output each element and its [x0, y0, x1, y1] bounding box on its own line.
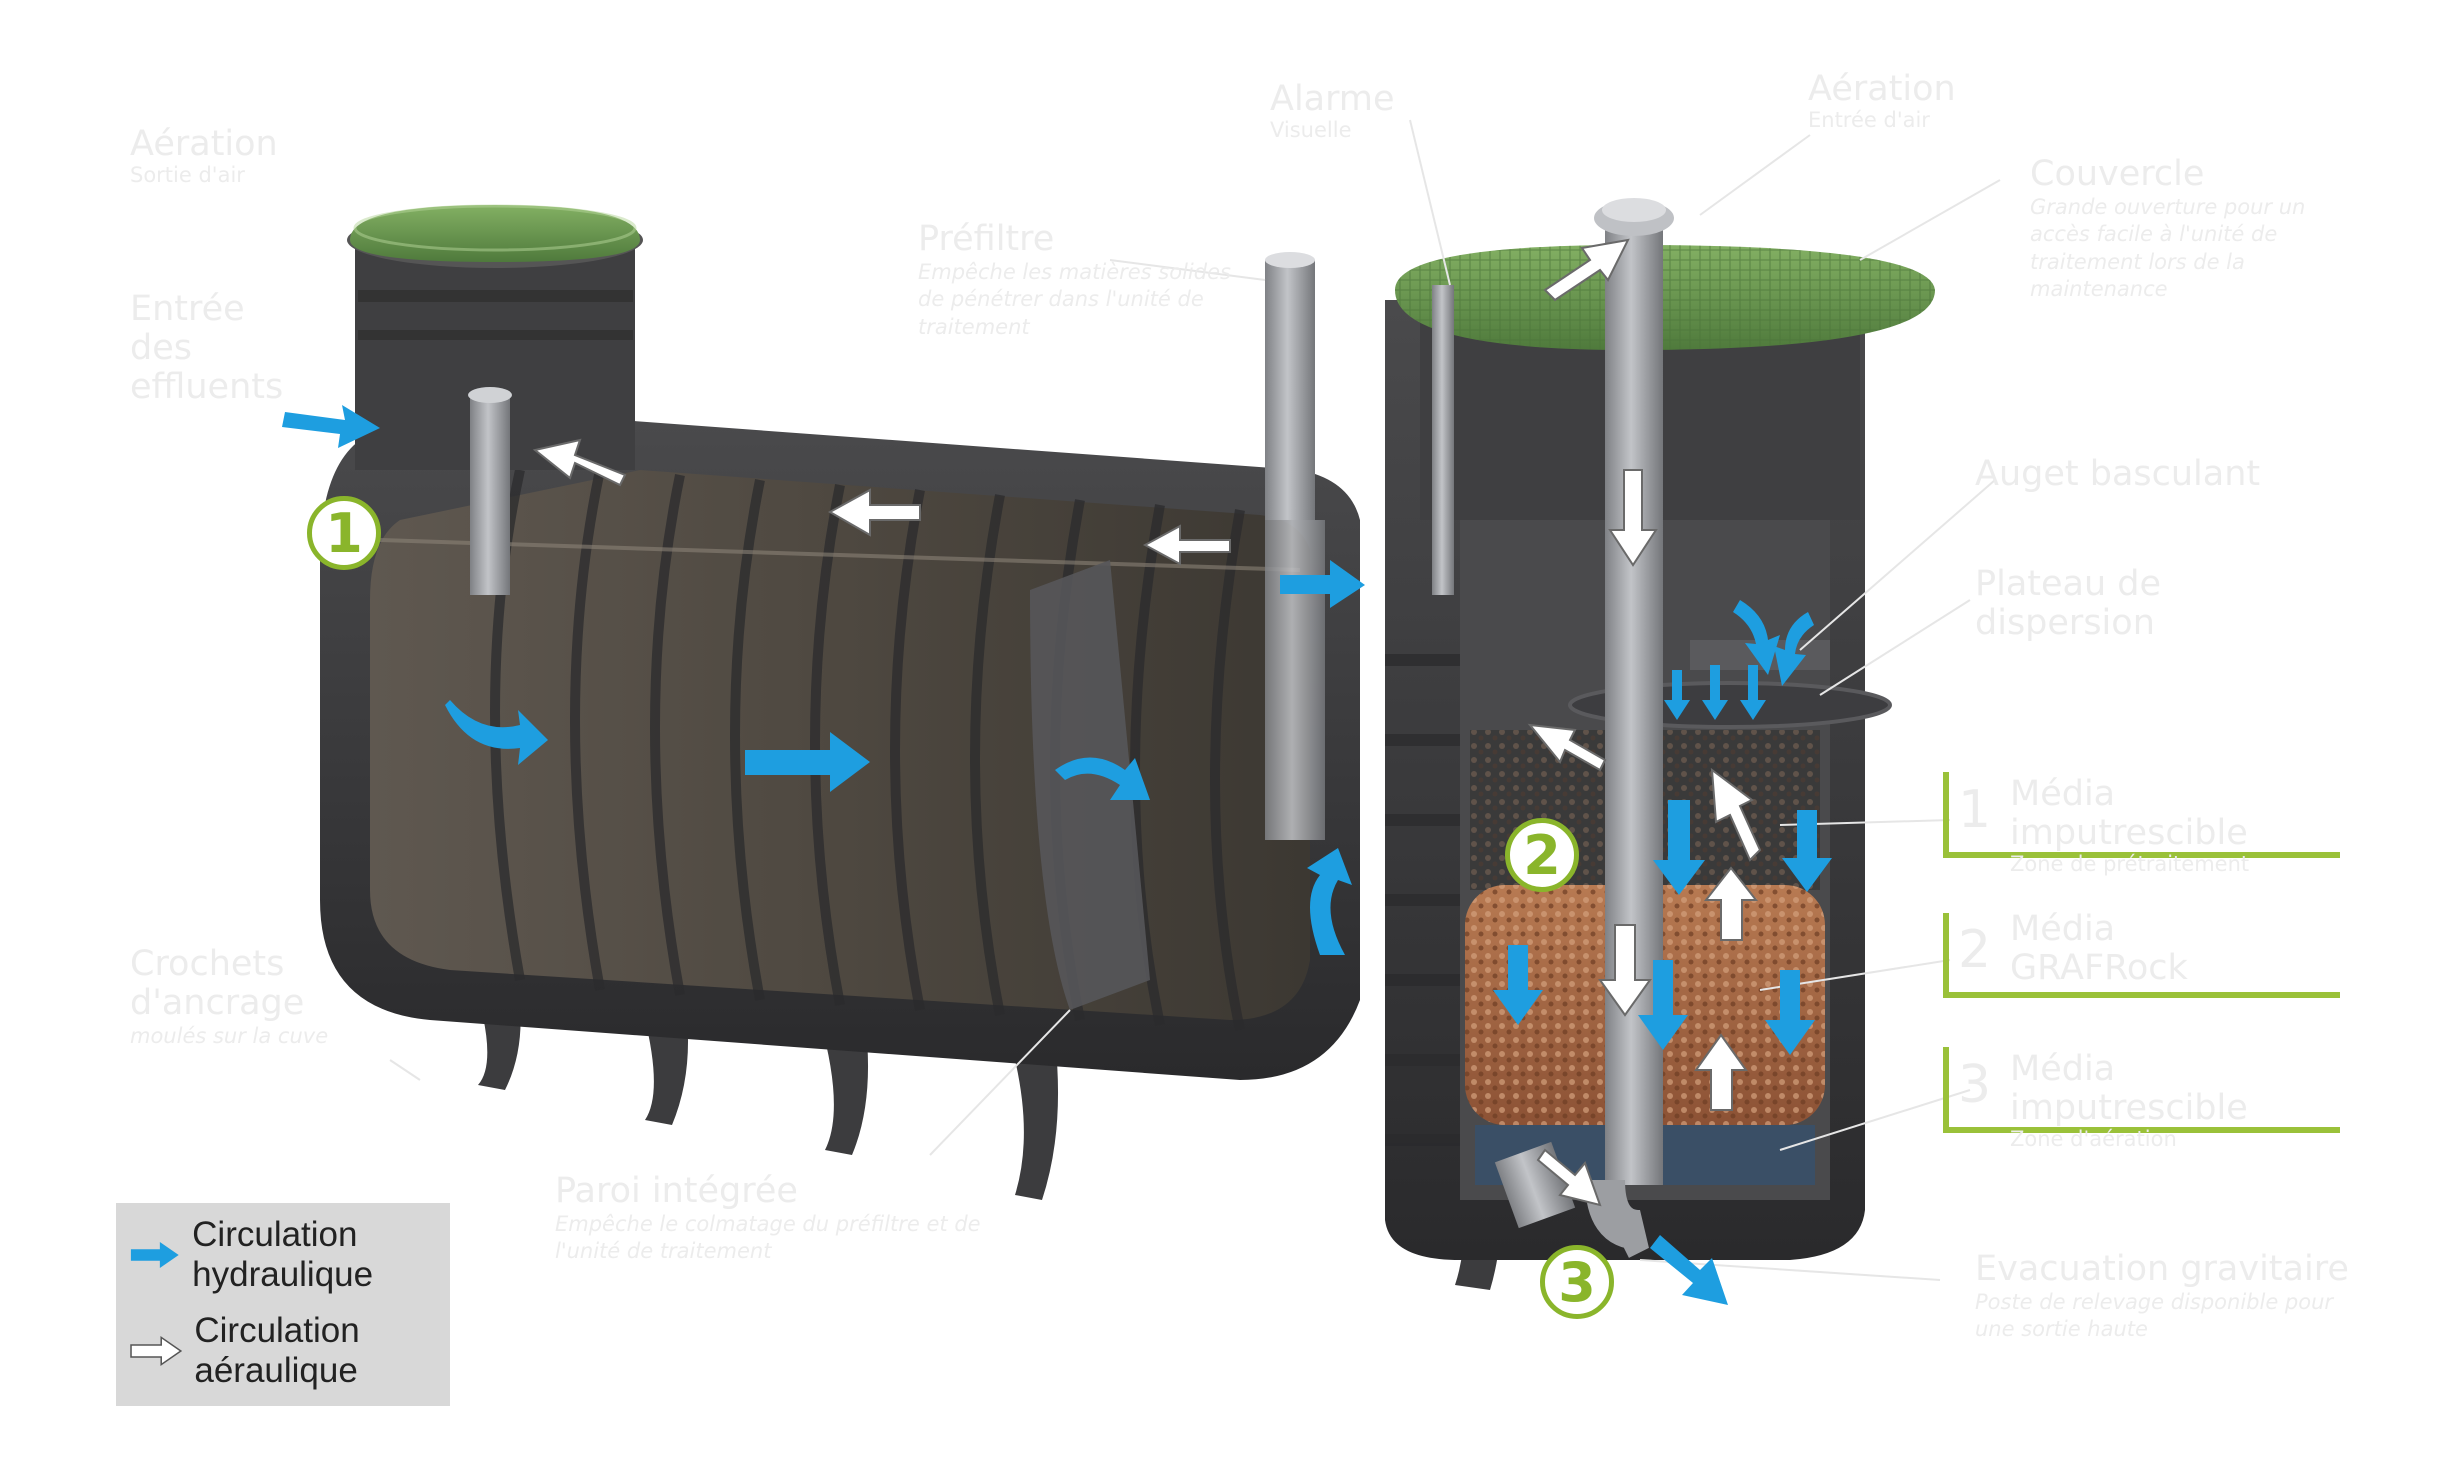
label-dispersion-plate: Plateau de dispersion — [1975, 564, 2205, 644]
label-title: Evacuation gravitaire — [1975, 1249, 2349, 1289]
label-sub: Grande ouverture pour un accès facile à … — [2030, 195, 2306, 302]
label-title: Plateau de dispersion — [1975, 564, 2162, 644]
label-title: Média imputrescible — [2010, 774, 2248, 854]
legend-hydraulic-label: Circulation hydraulique — [192, 1215, 374, 1294]
legend: Circulation hydraulique Circulation aéra… — [116, 1203, 450, 1406]
label-media-2: Média GRAFRock — [2010, 909, 2210, 989]
prefilter — [1265, 252, 1325, 840]
label-sub: Sortie d'air — [130, 163, 245, 188]
media-number-1: 1 — [1958, 780, 1992, 840]
label-title: Préfiltre — [918, 219, 1055, 259]
leader-lines — [389, 119, 2001, 1281]
label-gravity-outlet: Evacuation gravitaire Poste de relevage … — [1975, 1249, 2355, 1344]
treatment-ribs — [1385, 654, 1460, 1146]
label-title: Aération — [130, 124, 278, 164]
step-badge-3: 3 — [1540, 1245, 1614, 1319]
blue-arrow-icon — [130, 1241, 179, 1268]
label-title: Média GRAFRock — [2010, 909, 2188, 989]
label-sub: Visuelle — [1270, 118, 1352, 143]
media-brackets — [1943, 772, 2340, 1133]
label-sub: Zone de prétraitement — [2010, 852, 2250, 877]
label-title: Entrée des effluents — [130, 289, 284, 408]
label-cover: Couvercle Grande ouverture pour un accès… — [2030, 154, 2350, 303]
label-sub: Poste de relevage disponible pour une so… — [1975, 1290, 2334, 1342]
label-title: Alarme — [1270, 79, 1395, 119]
label-aeration-exit: Aération Sortie d'air — [130, 124, 278, 188]
label-title: Crochets d'ancrage — [130, 944, 305, 1024]
label-sub: moulés sur la cuve — [130, 1024, 329, 1049]
media-number-2: 2 — [1958, 920, 1992, 980]
label-tipping-trough: Auget basculant — [1975, 454, 2261, 494]
white-arrow-icon — [130, 1335, 183, 1366]
step-badge-2: 2 — [1505, 818, 1579, 892]
label-effluent-inlet: Entrée des effluents — [130, 289, 284, 408]
hydraulic-arrows — [282, 405, 1832, 1305]
air-arrows — [532, 238, 1762, 1207]
label-title: Paroi intégrée — [555, 1171, 798, 1211]
label-sub: Empêche les matières solides de pénétrer… — [918, 260, 1231, 339]
legend-air-label: Circulation aéraulique — [194, 1311, 360, 1390]
label-prefilter: Préfiltre Empêche les matières solides d… — [918, 219, 1238, 341]
label-media-1: Média imputrescible Zone de prétraitemen… — [2010, 774, 2340, 877]
step-badge-1: 1 — [307, 496, 381, 570]
media-number-3: 3 — [1958, 1055, 1992, 1115]
alarm-float — [1432, 285, 1454, 595]
label-title: Auget basculant — [1975, 454, 2261, 494]
legend-hydraulic: Circulation hydraulique — [128, 1215, 450, 1294]
label-alarm: Alarme Visuelle — [1270, 79, 1395, 143]
integrated-wall — [1030, 560, 1150, 1010]
label-aeration-entry: Aération Entrée d'air — [1808, 69, 1956, 133]
label-sub: Empêche le colmatage du préfiltre et de … — [555, 1212, 981, 1264]
legend-air: Circulation aéraulique — [128, 1311, 450, 1390]
label-sub: Zone d'aération — [2010, 1127, 2177, 1152]
aeration-pipe — [1585, 198, 1674, 1258]
label-title: Aération — [1808, 69, 1956, 109]
label-integrated-wall: Paroi intégrée Empêche le colmatage du p… — [555, 1171, 1005, 1266]
label-media-3: Média imputrescible Zone d'aération — [2010, 1049, 2340, 1152]
label-title: Couvercle — [2030, 154, 2205, 194]
label-title: Média imputrescible — [2010, 1049, 2248, 1129]
label-sub: Entrée d'air — [1808, 108, 1930, 133]
label-anchor-hooks: Crochets d'ancrage moulés sur la cuve — [130, 944, 390, 1051]
